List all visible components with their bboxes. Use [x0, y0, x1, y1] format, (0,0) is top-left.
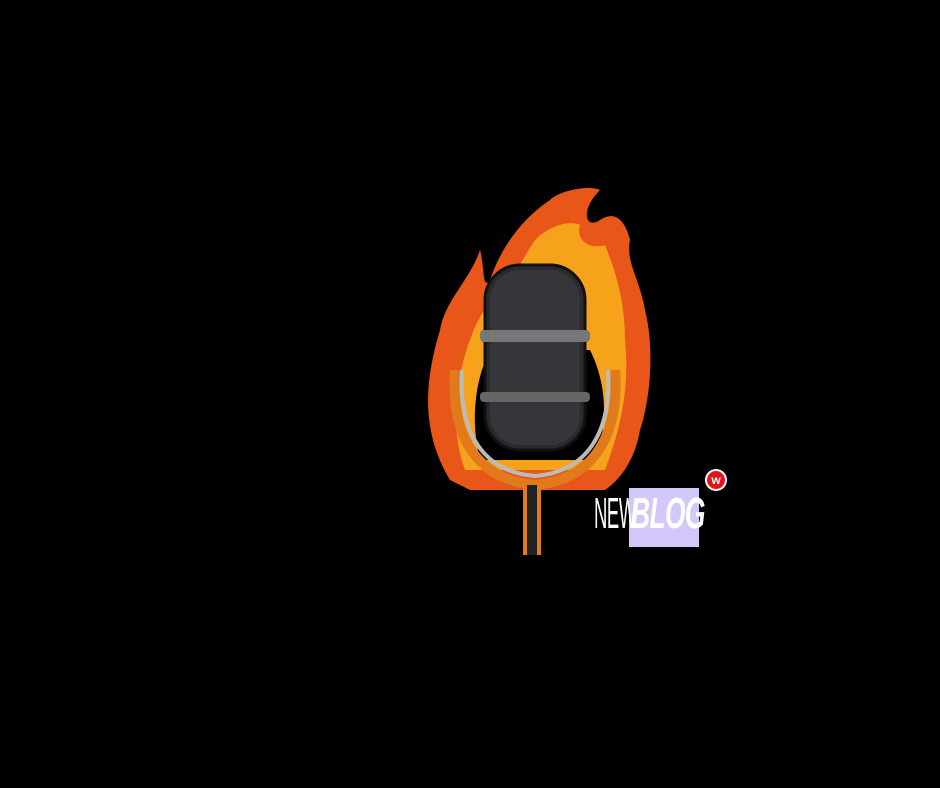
mic-head — [480, 263, 590, 452]
mic-stand — [449, 369, 621, 555]
blog-highlight-box — [629, 488, 699, 547]
badge-letter: w — [707, 471, 725, 489]
logo-word-blog: BLOG — [631, 489, 705, 538]
logo-word-new: NEW — [594, 489, 636, 538]
flaming-microphone-illustration — [428, 188, 651, 555]
brand-badge-icon: w — [705, 469, 727, 491]
